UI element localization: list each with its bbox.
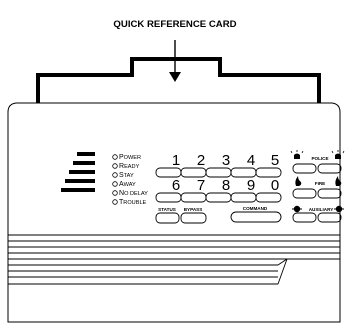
indicator-ready: READY — [112, 163, 140, 170]
bottom-grille — [8, 234, 340, 285]
ready-led-icon — [112, 163, 118, 169]
indicator-power: POWER — [112, 154, 141, 161]
keypad-row-1: 1 2 3 4 5 — [155, 152, 282, 178]
police-light-icon — [331, 150, 345, 159]
indicator-stay: STAY — [112, 172, 134, 179]
police-label: POLICE — [311, 156, 328, 161]
flame-icon — [335, 176, 342, 186]
indicator-label-rest: EADY — [124, 164, 140, 170]
bypass-button[interactable]: BYPASS — [180, 207, 207, 224]
police-button[interactable]: POLICE — [290, 150, 345, 174]
key-label: 5 — [271, 152, 279, 169]
svg-text:READY: READY — [119, 163, 140, 170]
key-label: 1 — [172, 152, 180, 169]
indicator-label: R — [119, 163, 124, 170]
key-label: 4 — [247, 152, 255, 169]
svg-text:STAY: STAY — [119, 172, 134, 179]
status-label: STATUS — [158, 207, 176, 212]
indicator-label: T — [119, 199, 124, 206]
keypad-housing — [7, 102, 341, 323]
key-label: 3 — [222, 152, 230, 169]
fire-button[interactable]: FIRE — [292, 176, 342, 199]
police-light-icon — [290, 150, 304, 159]
svg-text:TROUBLE: TROUBLE — [119, 199, 147, 206]
speaker-grille — [61, 152, 95, 192]
fire-label: FIRE — [315, 181, 325, 186]
no-delay-led-icon — [112, 190, 118, 196]
medical-icon — [334, 205, 344, 213]
svg-text:NO DELAY: NO DELAY — [119, 190, 148, 197]
indicator-label: P — [119, 154, 124, 161]
key-label: 6 — [172, 177, 180, 194]
keypad-row-2: 6 7 8 9 0 — [155, 177, 282, 203]
key-0[interactable]: 0 — [255, 177, 282, 203]
power-led-icon — [112, 154, 118, 160]
indicator-label-rest: WAY — [124, 182, 136, 188]
indicator-no-delay: NO DELAY — [112, 190, 148, 197]
indicator-label-rest: TAY — [124, 173, 134, 179]
medical-icon — [292, 205, 302, 213]
key-label: 9 — [247, 177, 255, 194]
flame-icon — [295, 176, 302, 186]
command-label: COMMAND — [243, 206, 268, 211]
auxiliary-button[interactable]: AUXILIARY — [292, 205, 344, 223]
indicator-label-rest: ROUBLE — [123, 200, 146, 206]
indicator-label: S — [119, 172, 124, 179]
away-led-icon — [112, 181, 118, 187]
indicator-away: AWAY — [112, 181, 136, 188]
card-title: QUICK REFERENCE CARD — [113, 19, 236, 30]
indicator-label-rest: O DELAY — [124, 191, 148, 197]
indicator-label-rest: OWER — [124, 155, 141, 161]
reference-card-outline — [36, 57, 321, 110]
key-label: 0 — [271, 177, 279, 194]
indicator-list: POWER READY STAY AWAY NO DELAY TROUBLE — [112, 154, 148, 206]
key-label: 2 — [197, 152, 205, 169]
indicator-label: A — [119, 181, 124, 188]
status-button[interactable]: STATUS — [155, 207, 180, 224]
key-5[interactable]: 5 — [255, 152, 282, 178]
trouble-led-icon — [112, 199, 118, 205]
indicator-label: N — [119, 190, 124, 197]
bypass-label: BYPASS — [184, 207, 203, 212]
command-button[interactable]: COMMAND — [230, 206, 282, 223]
svg-text:POWER: POWER — [119, 154, 141, 161]
auxiliary-label: AUXILIARY — [309, 207, 334, 212]
indicator-trouble: TROUBLE — [112, 199, 147, 206]
key-label: 7 — [197, 177, 205, 194]
key-label: 8 — [222, 177, 230, 194]
svg-text:AWAY: AWAY — [119, 181, 136, 188]
stay-led-icon — [112, 172, 118, 178]
